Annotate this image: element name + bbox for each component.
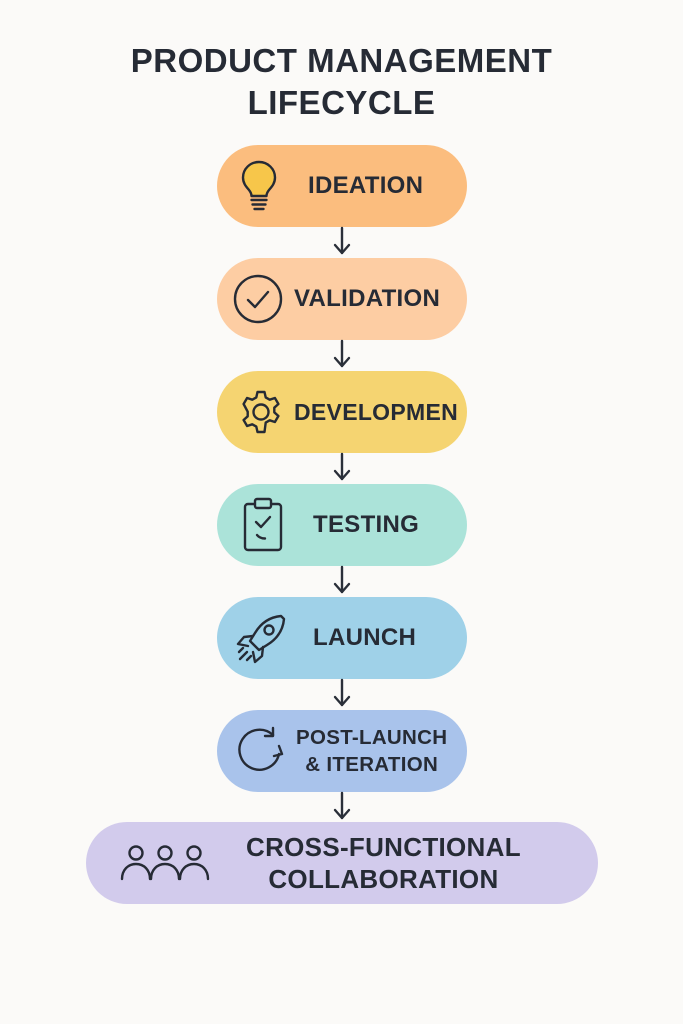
step-development: DEVELOPMEN — [217, 371, 467, 453]
arrow-down-icon — [333, 339, 351, 368]
step-label-line-2: COLLABORATION — [268, 864, 499, 894]
check-circle-icon — [232, 273, 284, 325]
lightbulb-icon — [237, 158, 281, 214]
gear-icon — [237, 388, 285, 436]
step-label: DEVELOPMEN — [294, 398, 459, 425]
arrow-down-icon — [333, 678, 351, 707]
step-label: TESTING — [313, 511, 420, 538]
clipboard-check-icon — [241, 496, 285, 554]
step-label: CROSS-FUNCTIONAL COLLABORATION — [246, 822, 521, 904]
step-label-line-2: & ITERATION — [305, 753, 439, 776]
arrow-down-icon — [333, 226, 351, 255]
diagram-title-line-1: PRODUCT MANAGEMENT — [130, 42, 553, 79]
step-ideation: IDEATION — [217, 145, 467, 227]
step-label: POST-LAUNCH & ITERATION — [296, 710, 447, 792]
arrow-down-icon — [333, 565, 351, 594]
step-validation: VALIDATION — [217, 258, 467, 340]
rocket-icon — [233, 610, 289, 666]
step-cross-functional-collaboration: CROSS-FUNCTIONAL COLLABORATION — [86, 822, 598, 904]
cycle-arrow-icon — [233, 724, 287, 778]
team-icon — [119, 843, 211, 883]
diagram-title-line-2: LIFECYCLE — [247, 84, 436, 121]
step-testing: TESTING — [217, 484, 467, 566]
step-label-line-1: POST-LAUNCH — [296, 726, 448, 749]
step-label: LAUNCH — [313, 624, 417, 651]
step-post-launch-iteration: POST-LAUNCH & ITERATION — [217, 710, 467, 792]
step-label: VALIDATION — [294, 285, 441, 312]
step-label: IDEATION — [308, 172, 424, 199]
step-launch: LAUNCH — [217, 597, 467, 679]
arrow-down-icon — [333, 791, 351, 820]
step-label-line-1: CROSS-FUNCTIONAL — [246, 832, 521, 862]
arrow-down-icon — [333, 452, 351, 481]
